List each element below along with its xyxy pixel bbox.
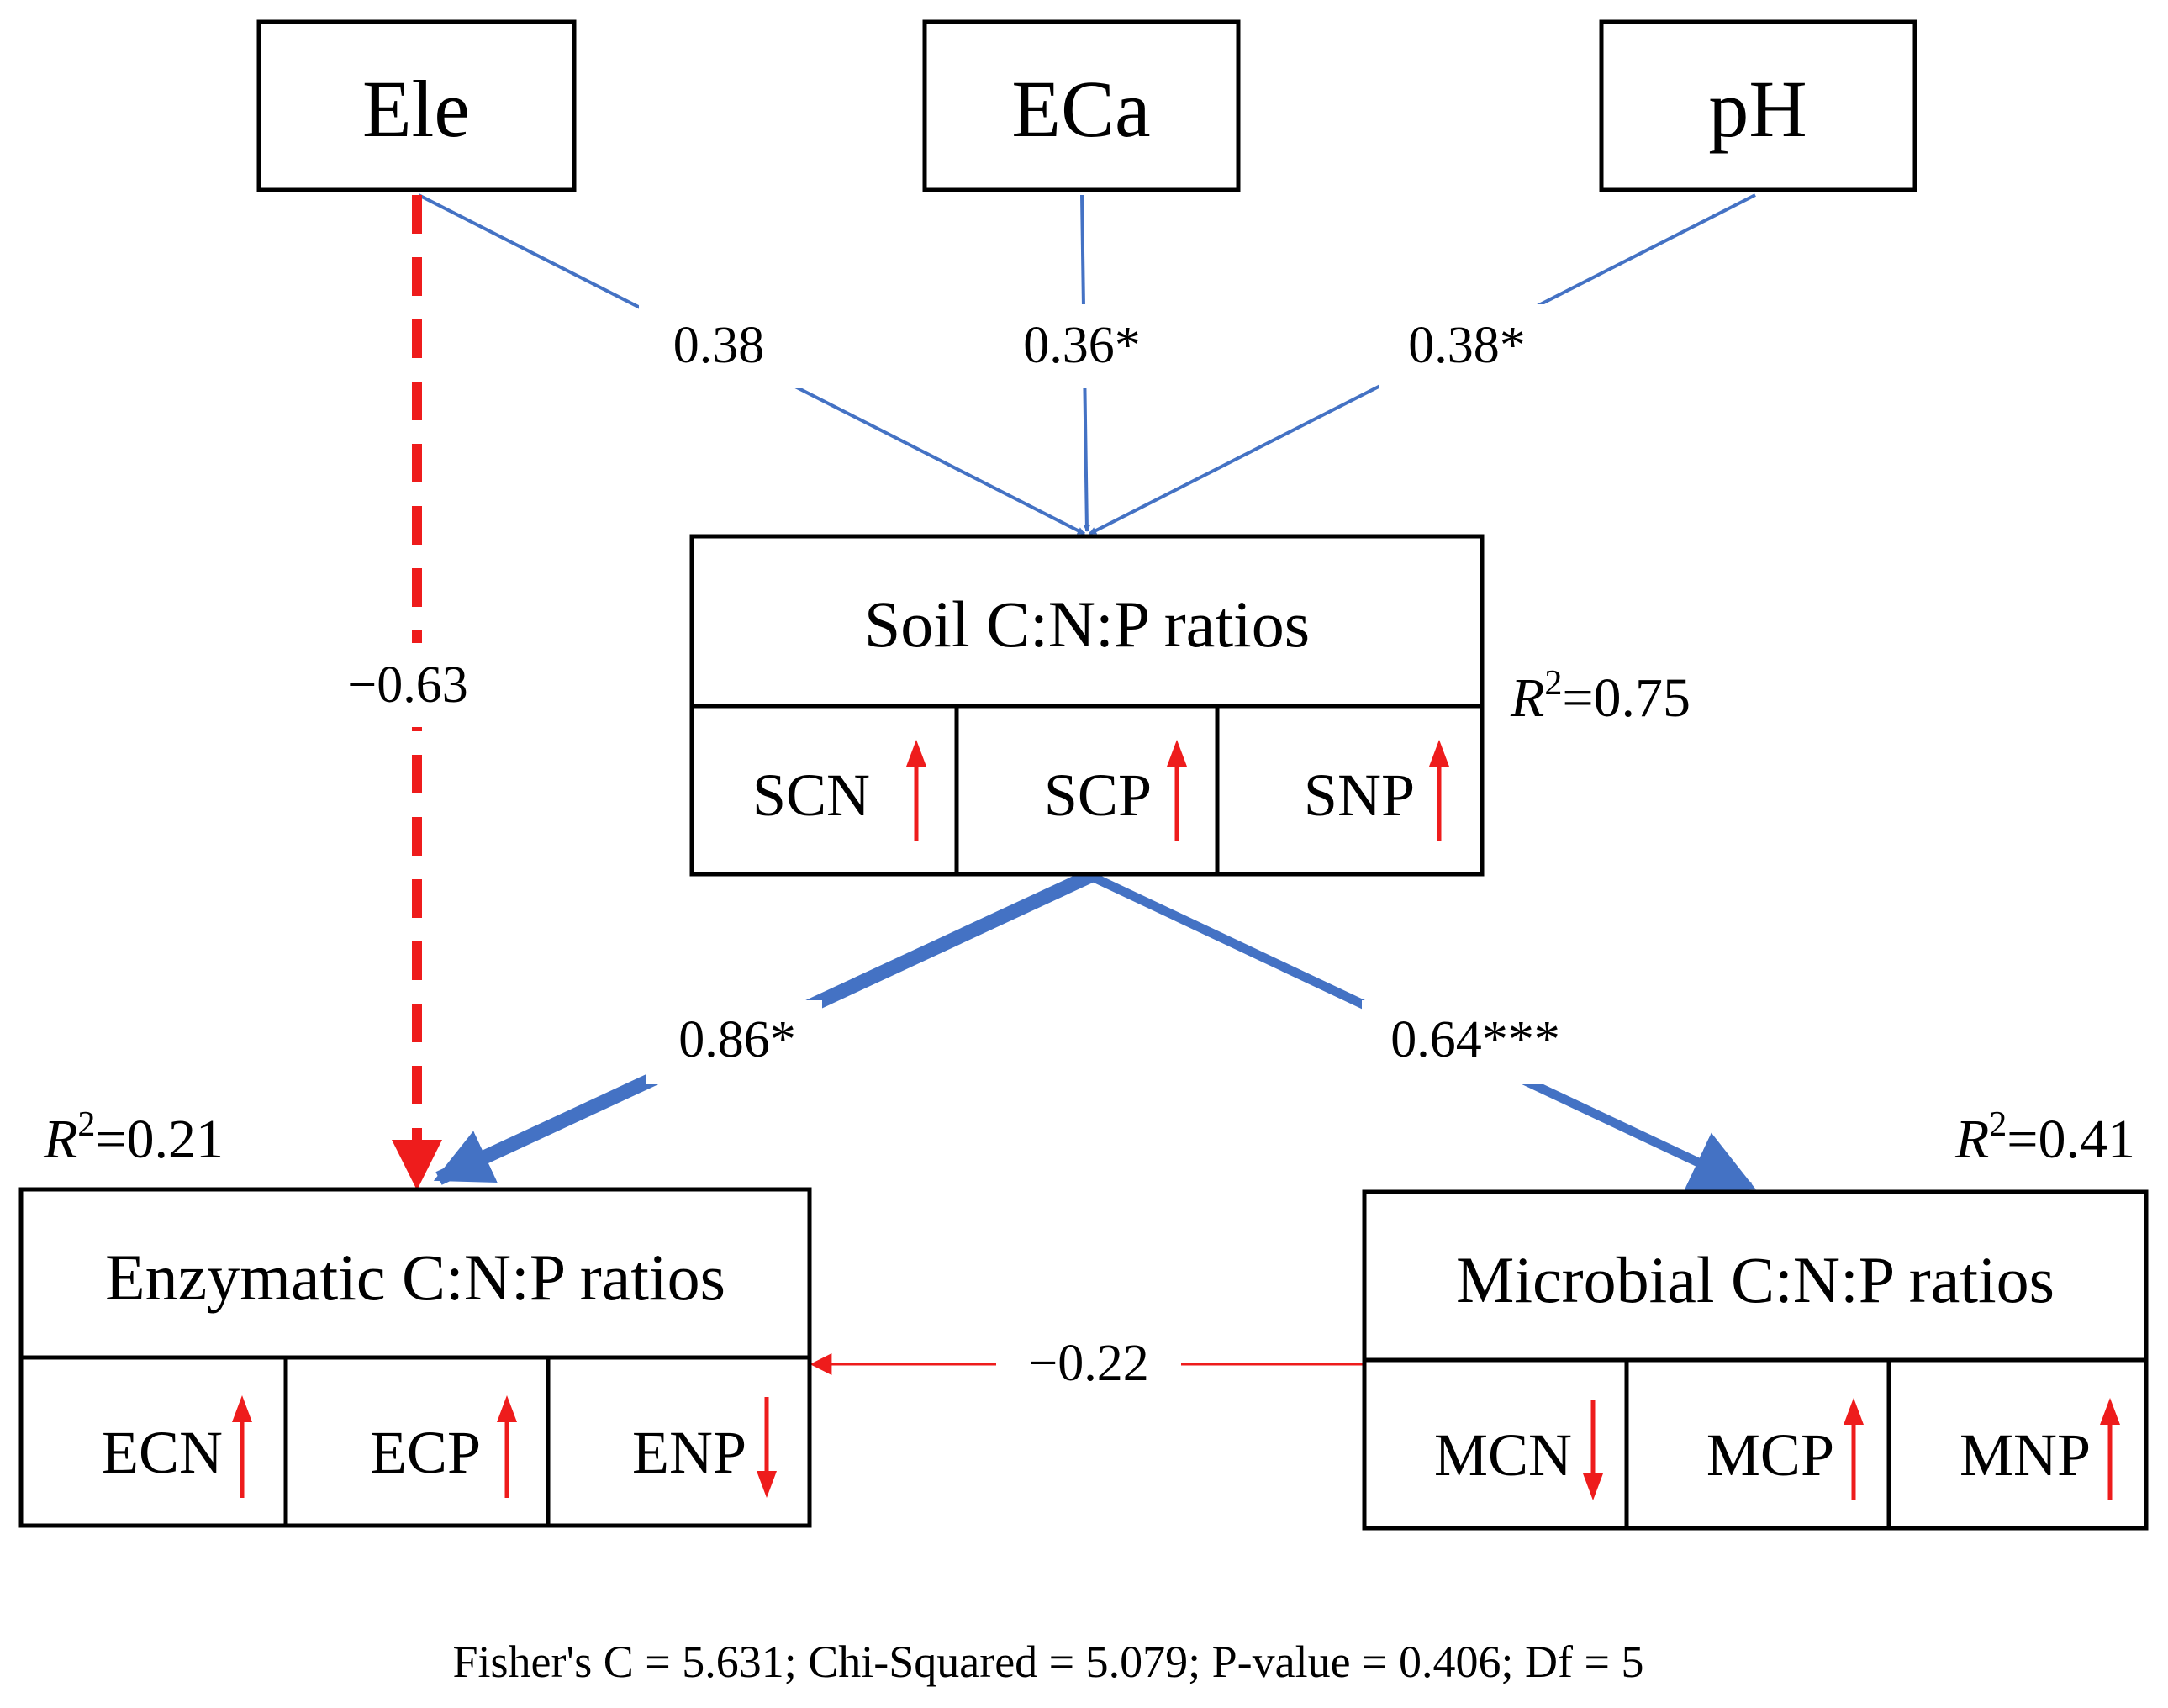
node-enzymatic: Enzymatic C:N:P ratios ECN ECP ENP [18, 1187, 812, 1528]
coef-soil-to-enzymatic: 0.86* [646, 1000, 822, 1084]
arrow-up-icon [1844, 1398, 1864, 1500]
coef-soil-to-enzymatic-text: 0.86* [678, 1011, 796, 1068]
coef-ph-to-soil: 0.38* [1379, 304, 1572, 388]
soil-item-scn-label: SCN [752, 762, 870, 829]
enzymatic-r2-value: =0.21 [95, 1109, 224, 1170]
node-eca: ECa [922, 19, 1241, 192]
enzymatic-r2-label: R2=0.21 [43, 1105, 224, 1170]
arrow-down-icon [1583, 1400, 1603, 1500]
microbial-r2-symbol: R [1954, 1109, 1989, 1170]
coef-ele-to-soil: 0.38 [639, 304, 807, 388]
coef-ph-to-soil-text: 0.38* [1408, 317, 1526, 374]
arrow-up-icon [1429, 740, 1449, 841]
node-eca-label: ECa [1011, 64, 1150, 154]
enzymatic-r2-symbol: R [43, 1109, 77, 1170]
microbial-item-mnp-label: MNP [1960, 1421, 2091, 1489]
coef-ele-to-enzymatic: −0.63 [324, 643, 509, 727]
node-soil: Soil C:N:P ratios SCN SCP SNP [689, 534, 1485, 877]
microbial-r2-sup: 2 [1989, 1105, 2007, 1144]
coef-ele-to-soil-text: 0.38 [673, 317, 765, 374]
soil-r2-value: =0.75 [1562, 667, 1691, 729]
enzymatic-r2-sup: 2 [77, 1105, 95, 1144]
node-ele: Ele [256, 19, 577, 192]
soil-r2-label: R2=0.75 [1510, 664, 1691, 729]
node-ph-label: pH [1708, 64, 1807, 154]
coef-microbial-to-enzymatic-text: −0.22 [1028, 1335, 1148, 1392]
node-soil-title: Soil C:N:P ratios [864, 588, 1310, 661]
node-microbial-title: Microbial C:N:P ratios [1456, 1243, 2055, 1316]
arrow-up-icon [906, 740, 926, 841]
coef-eca-to-soil-text: 0.36* [1023, 317, 1141, 374]
enzymatic-item-ecp-label: ECP [370, 1419, 481, 1486]
coef-microbial-to-enzymatic: −0.22 [996, 1324, 1181, 1408]
arrow-up-icon [232, 1395, 252, 1498]
coef-eca-to-soil: 0.36* [996, 304, 1181, 388]
coef-ele-to-enzymatic-text: −0.63 [347, 656, 467, 714]
enzymatic-item-enp-label: ENP [632, 1419, 746, 1486]
node-enzymatic-title: Enzymatic C:N:P ratios [105, 1241, 725, 1314]
enzymatic-item-ecn-label: ECN [102, 1419, 223, 1486]
soil-item-snp-label: SNP [1304, 762, 1415, 829]
coef-soil-to-microbial: 0.64*** [1362, 1000, 1589, 1084]
arrow-up-icon [1167, 740, 1187, 841]
arrow-up-icon [497, 1395, 517, 1498]
node-ele-label: Ele [362, 64, 470, 154]
node-microbial: Microbial C:N:P ratios MCN MCP MNP [1362, 1189, 2149, 1531]
arrow-down-icon [757, 1397, 777, 1498]
arrow-up-icon [2100, 1398, 2120, 1500]
microbial-r2-label: R2=0.41 [1954, 1105, 2135, 1170]
microbial-item-mcp-label: MCP [1706, 1421, 1834, 1489]
node-ph: pH [1599, 19, 1917, 192]
soil-r2-symbol: R [1510, 667, 1544, 729]
microbial-r2-value: =0.41 [2007, 1109, 2135, 1170]
soil-r2-sup: 2 [1544, 664, 1562, 703]
coef-soil-to-microbial-text: 0.64*** [1390, 1011, 1560, 1068]
soil-item-scp-label: SCP [1044, 762, 1152, 829]
microbial-item-mcn-label: MCN [1434, 1421, 1572, 1489]
model-fit-statistics: Fisher's C = 5.631; Chi-Squared = 5.079;… [453, 1637, 1644, 1687]
